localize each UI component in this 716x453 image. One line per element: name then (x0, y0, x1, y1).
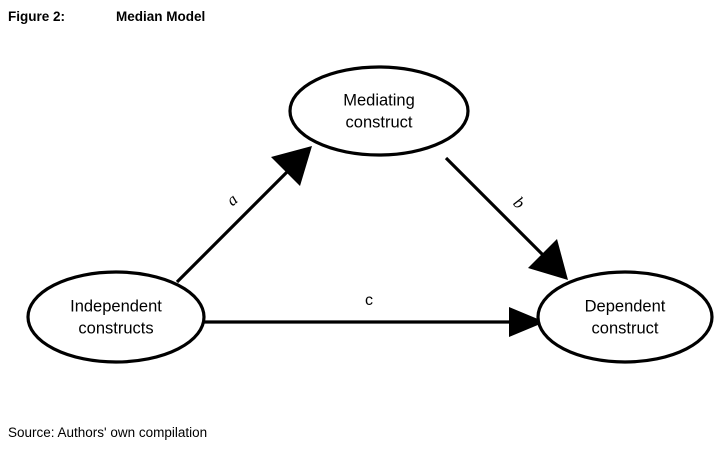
node-independent-constructs[interactable]: Independent constructs (26, 270, 206, 364)
dependent-construct-label-line2: construct (592, 319, 659, 337)
source-note: Source: Authors' own compilation (8, 425, 208, 440)
edge-a-label: a (222, 190, 241, 210)
independent-constructs-ellipse[interactable] (26, 270, 206, 364)
edge-a-arrowhead (271, 146, 312, 186)
independent-constructs-label-line2: constructs (78, 319, 153, 337)
edge-b: b (444, 156, 568, 280)
edge-a: a (175, 146, 312, 284)
edge-a-line (175, 162, 297, 284)
node-dependent-construct[interactable]: Dependent construct (536, 270, 714, 364)
figure-number-label: Figure 2: (8, 9, 66, 24)
path-model-diagram: c a b Mediating construct (0, 34, 716, 406)
diagram-canvas: c a b Mediating construct (26, 65, 714, 364)
independent-constructs-label-line1: Independent (70, 297, 162, 315)
dependent-construct-label-line1: Dependent (585, 297, 666, 315)
edge-b-label: b (510, 193, 529, 213)
figure-header: Figure 2: Median Model (8, 9, 205, 24)
edge-c: c (204, 292, 545, 337)
node-mediating-construct[interactable]: Mediating construct (288, 65, 470, 157)
edge-c-label: c (365, 292, 373, 309)
edge-b-arrowhead (528, 239, 568, 280)
mediating-construct-ellipse[interactable] (288, 65, 470, 157)
edge-c-arrowhead (509, 307, 545, 337)
edge-b-line (444, 156, 553, 265)
mediating-construct-label-line2: construct (346, 113, 413, 131)
mediating-construct-label-line1: Mediating (343, 91, 415, 109)
dependent-construct-ellipse[interactable] (536, 270, 714, 364)
figure-title: Median Model (116, 9, 206, 24)
